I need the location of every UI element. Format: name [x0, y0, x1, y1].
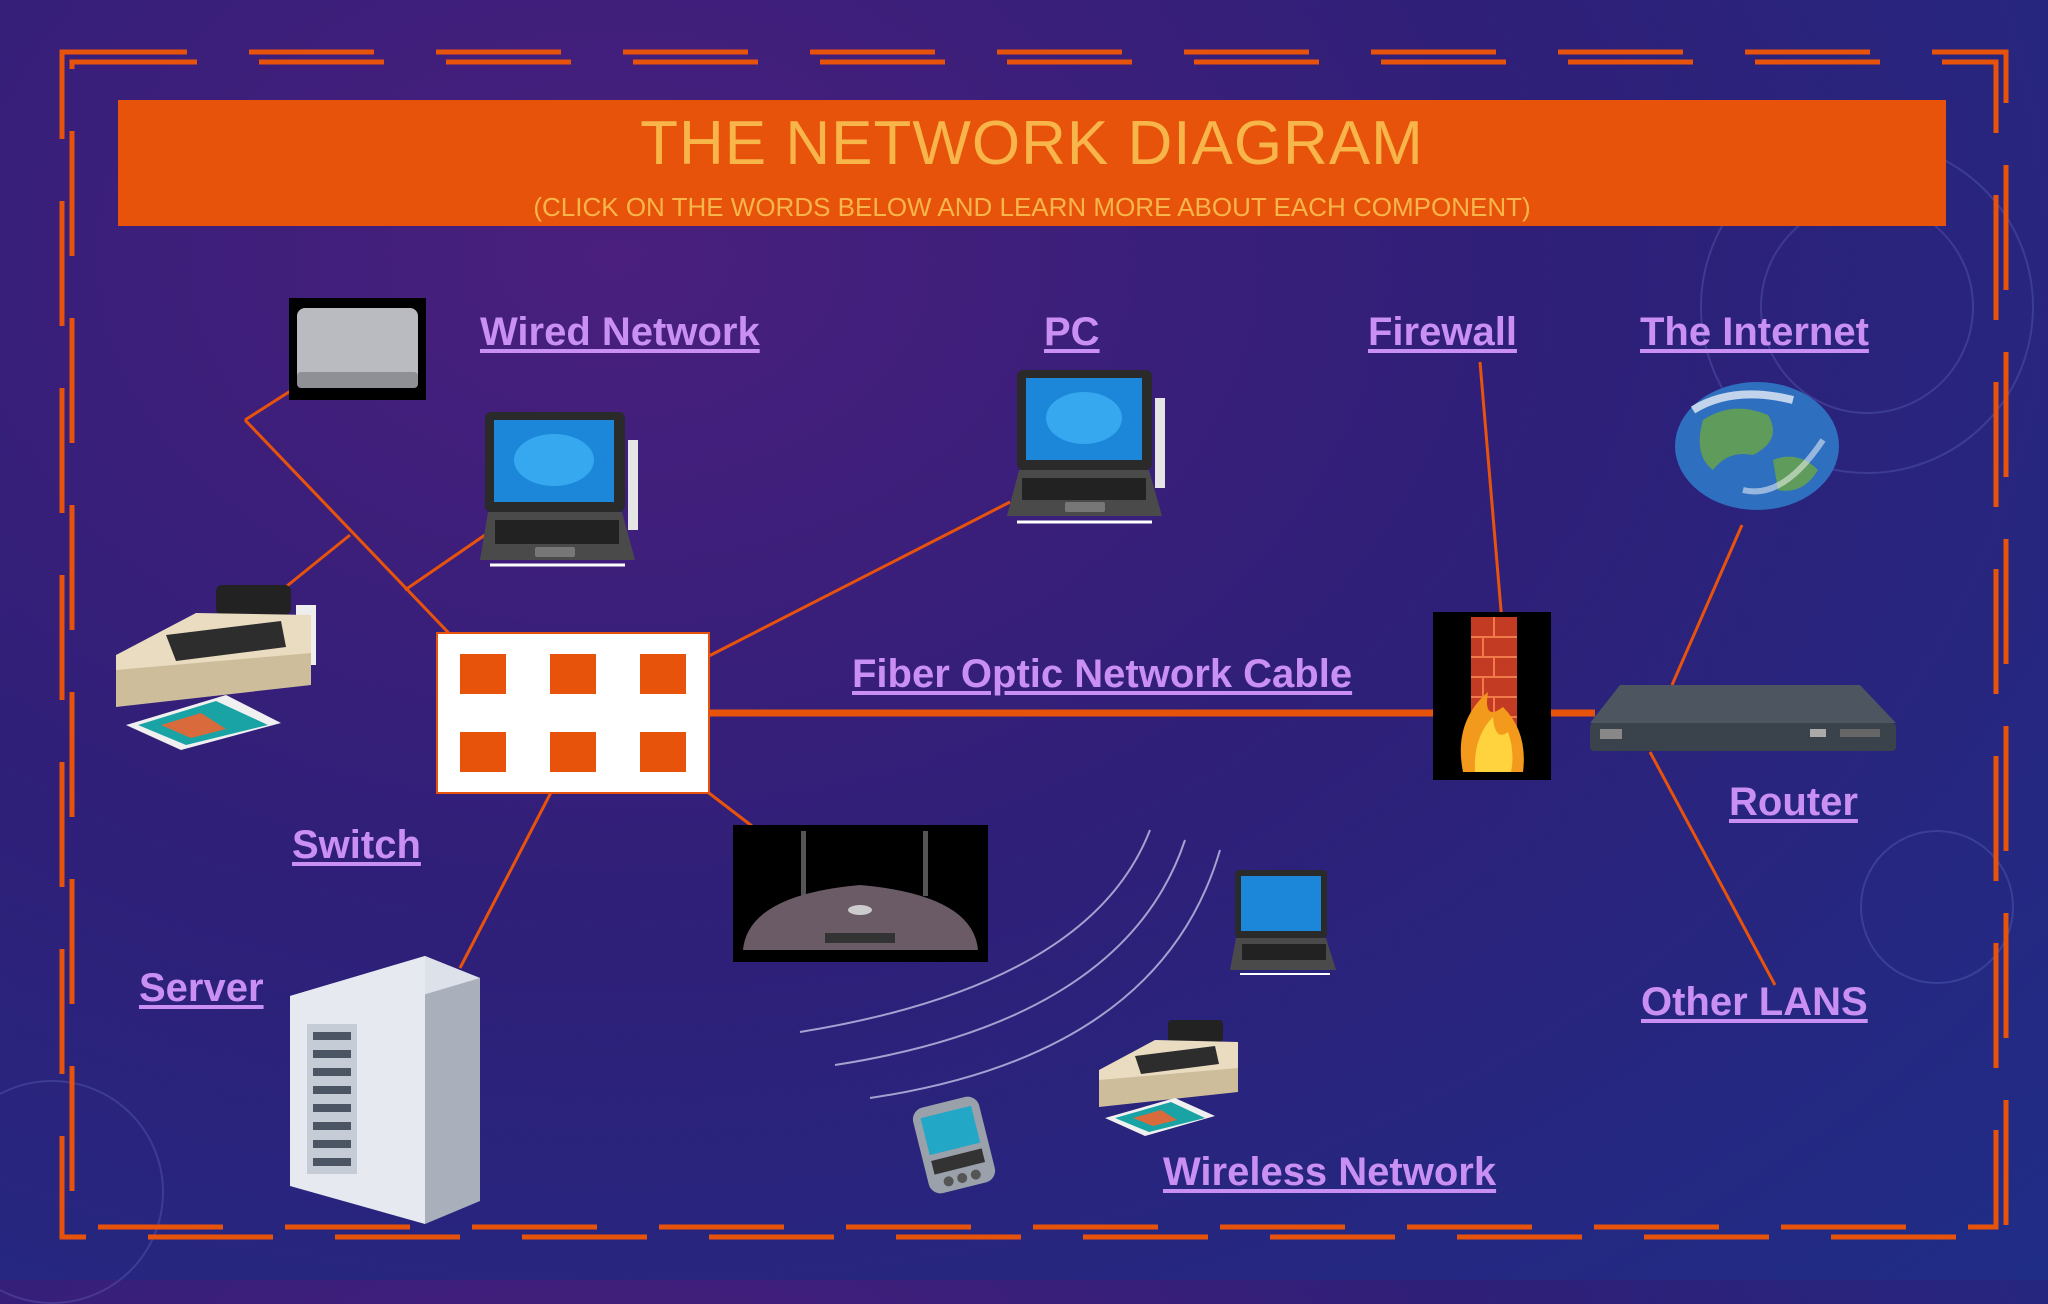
decorative-circle	[1860, 830, 2014, 984]
router-link[interactable]: Router	[1729, 780, 1858, 824]
switch-link[interactable]: Switch	[292, 823, 421, 867]
router-icon	[1590, 683, 1896, 755]
laptop-icon	[480, 410, 640, 570]
line-router-other-lans	[1648, 751, 1777, 986]
wireless-router-icon	[733, 825, 988, 962]
pc-link[interactable]: PC	[1044, 310, 1100, 354]
laptop-icon	[1007, 368, 1167, 528]
the-internet-link[interactable]: The Internet	[1640, 310, 1869, 354]
line-switch-server	[458, 774, 562, 969]
wireless-network-link[interactable]: Wireless Network	[1163, 1150, 1497, 1194]
page-title: THE NETWORK DIAGRAM	[640, 109, 1424, 178]
line-laptop-switch	[404, 533, 486, 592]
line-printer-branch	[281, 533, 351, 592]
pda-icon	[902, 1095, 1006, 1195]
line-modem-switch	[243, 418, 467, 652]
line-firewall-label	[1478, 361, 1504, 623]
wireless-waves	[799, 829, 1221, 1099]
line-modem-stub	[244, 388, 293, 422]
server-icon	[285, 956, 485, 1224]
line-pc-switch	[704, 500, 1011, 660]
globe-icon	[1673, 380, 1841, 512]
printer-icon	[106, 565, 320, 750]
fiber-optic-cable-link[interactable]: Fiber Optic Network Cable	[852, 652, 1353, 696]
connection-lines	[243, 361, 1777, 986]
dashed-frame	[59, 49, 2009, 1240]
firewall-icon	[1433, 612, 1551, 780]
wired-network-link[interactable]: Wired Network	[480, 310, 760, 354]
printer-icon	[1093, 1008, 1243, 1136]
line-router-internet	[1670, 524, 1744, 686]
other-lans-link[interactable]: Other LANS	[1641, 980, 1868, 1024]
laptop-icon	[1230, 868, 1340, 978]
page-subtitle: (CLICK ON THE WORDS BELOW AND LEARN MORE…	[533, 192, 1531, 222]
firewall-link[interactable]: Firewall	[1368, 310, 1517, 354]
line-switch-wap	[704, 788, 753, 828]
server-link[interactable]: Server	[139, 966, 264, 1010]
modem-icon	[289, 298, 426, 400]
switch-icon[interactable]	[436, 632, 710, 794]
title-banner: THE NETWORK DIAGRAM (CLICK ON THE WORDS …	[118, 100, 1946, 226]
